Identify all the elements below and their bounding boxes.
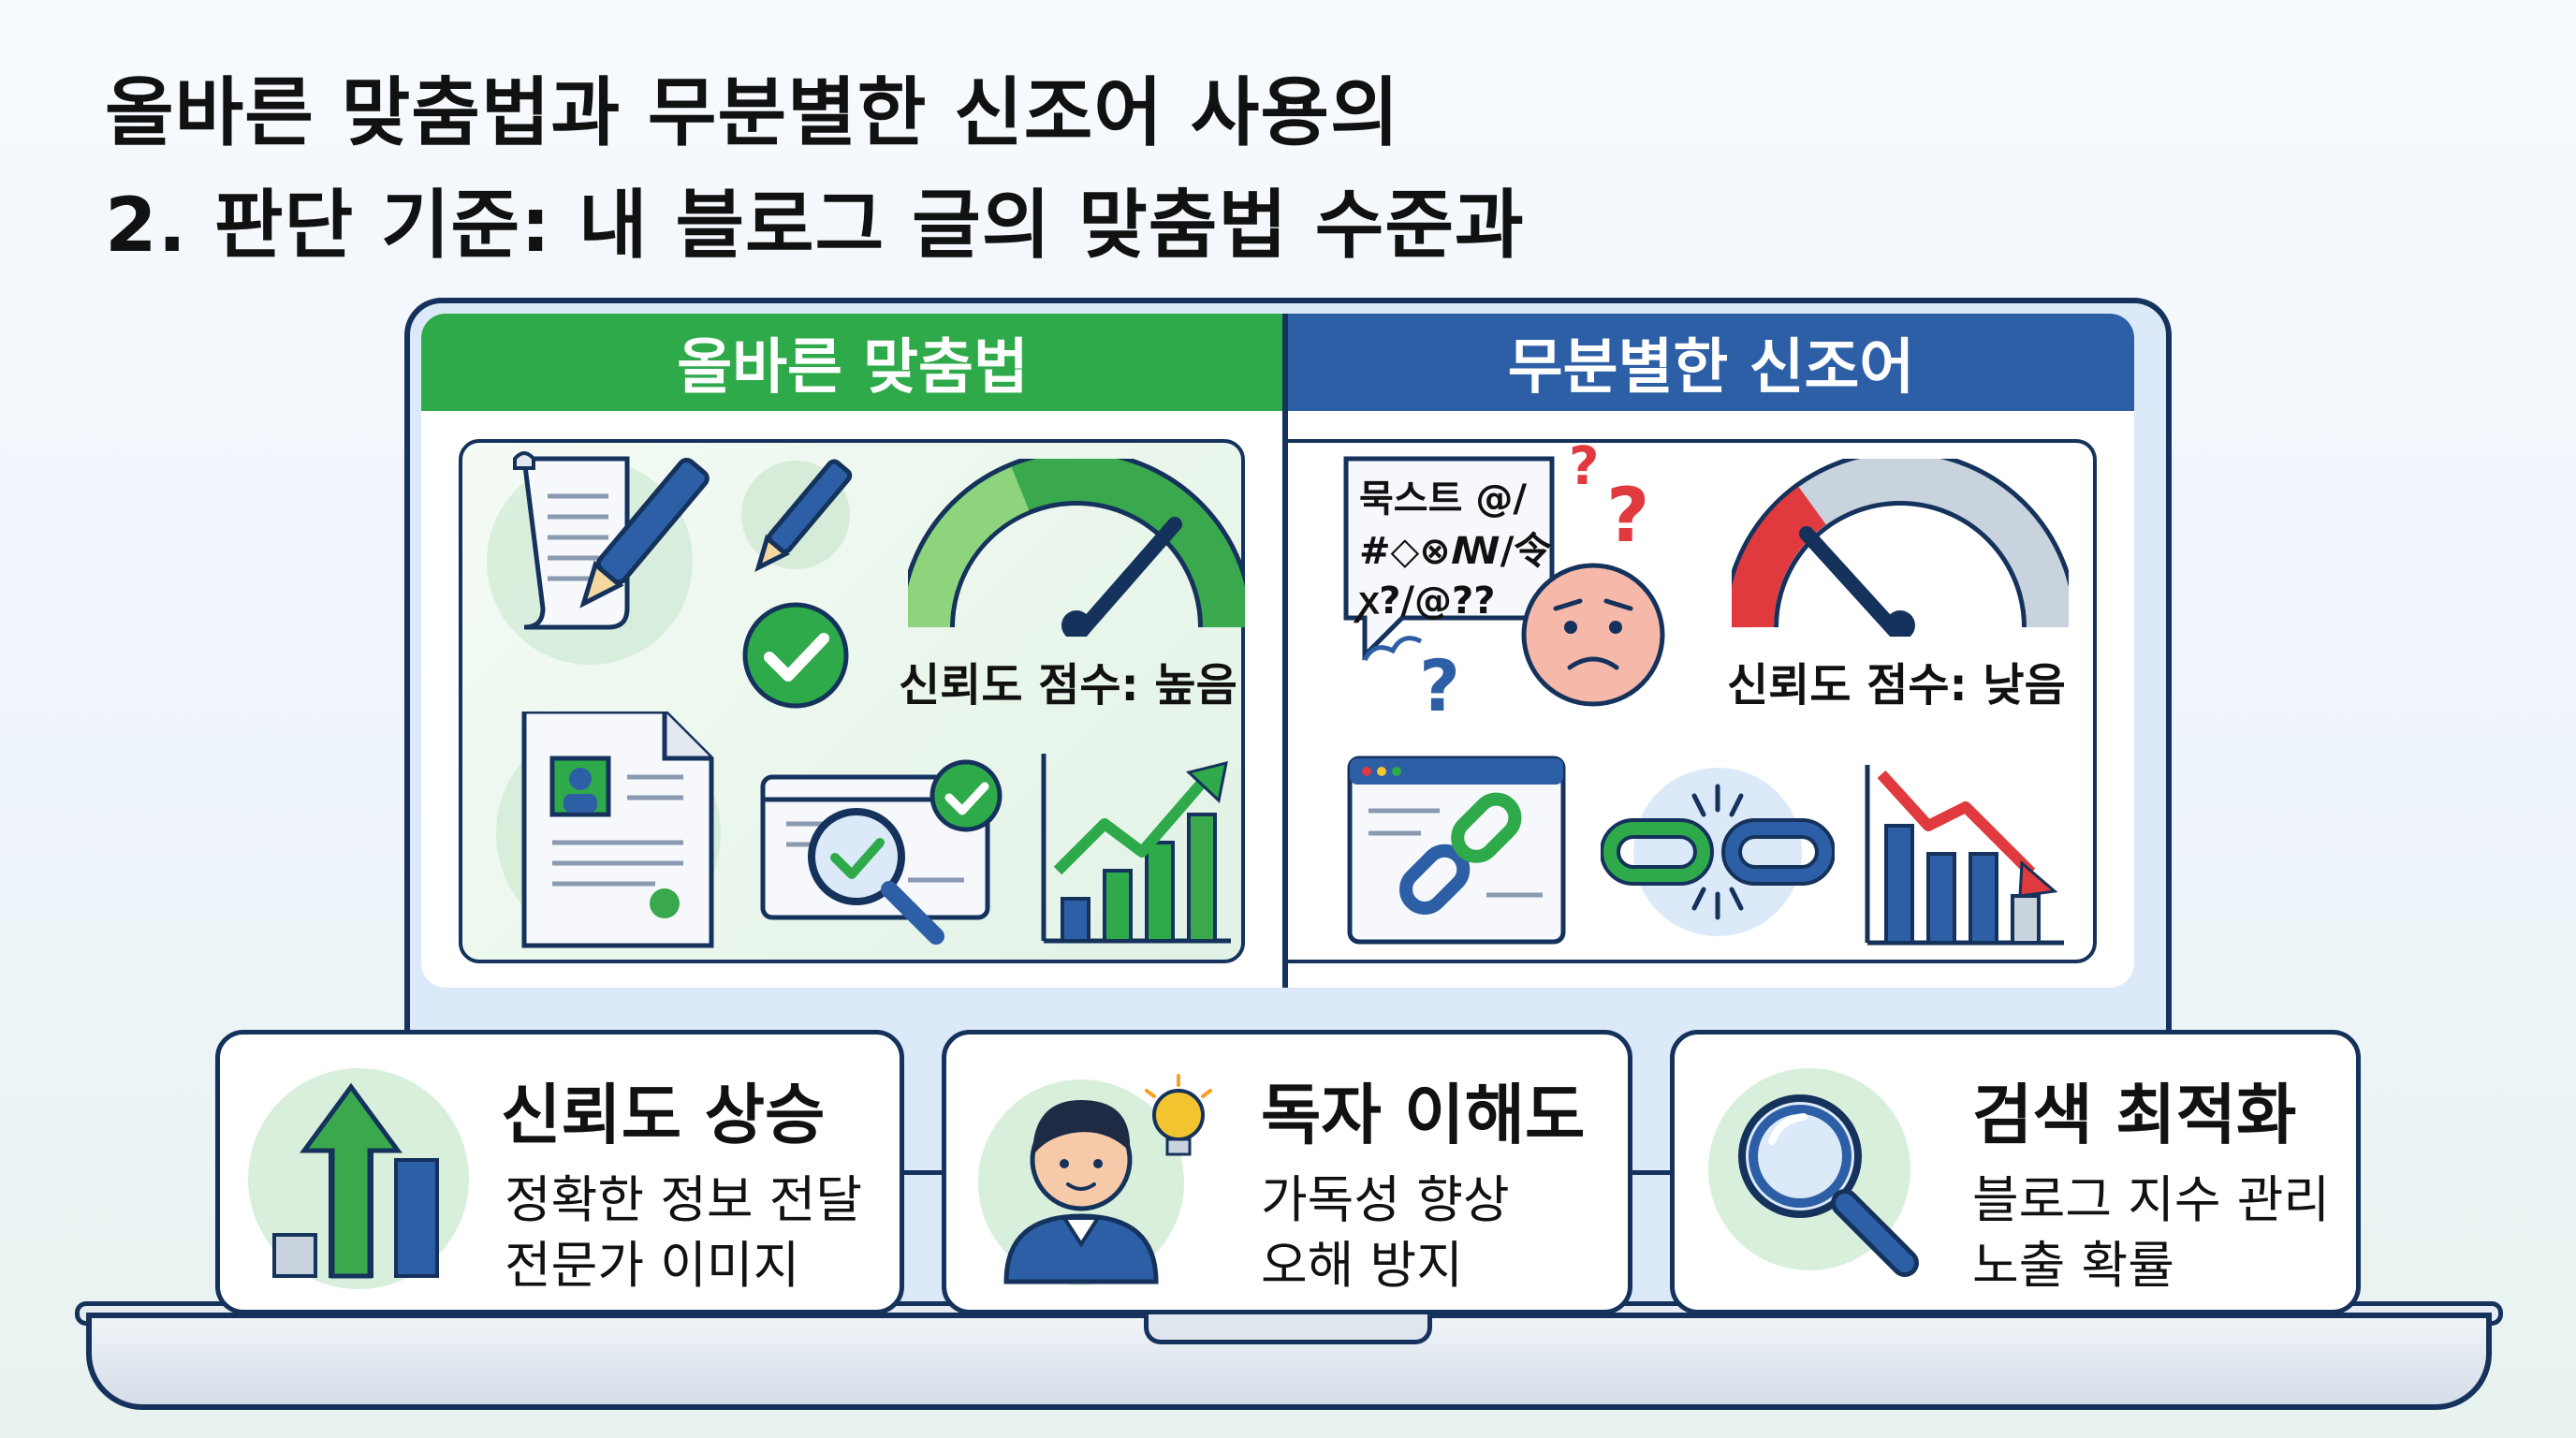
question-mark-red-large: ? <box>1606 472 1650 559</box>
pen-icon <box>741 459 853 572</box>
broken-chain-icon <box>1601 768 1835 936</box>
right-gauge-label: 신뢰도 점수: 낮음 <box>1727 659 2066 712</box>
page-title-line-1: 올바른 맞춤법과 무분별한 신조어 사용의 <box>105 69 1400 156</box>
speech-line-2: #◇⊗ꟿ/令 <box>1359 530 1552 573</box>
gauge-high-icon <box>908 459 1245 637</box>
gauge-low-icon <box>1732 459 2069 637</box>
benefit-card-trust: 신뢰도 상승 정확한 정보 전달 전문가 이미지 <box>215 1030 904 1314</box>
laptop-notch <box>1144 1313 1432 1344</box>
left-panel-title: 올바른 맞춤법 <box>677 333 1029 403</box>
card-2-line-2: 오해 방지 <box>1261 1236 1463 1295</box>
card-3-line-2: 노출 확률 <box>1972 1236 2174 1295</box>
card-2-line-1: 가독성 향상 <box>1261 1170 1510 1229</box>
decline-chart-icon <box>1865 765 2064 946</box>
card-3-line-1: 블로그 지수 관리 <box>1972 1170 2331 1229</box>
question-mark-red: ? <box>1569 436 1600 497</box>
card-1-line-2: 전문가 이미지 <box>505 1236 800 1295</box>
left-gauge-label: 신뢰도 점수: 높음 <box>899 659 1237 712</box>
card-connector-1 <box>902 1170 944 1175</box>
card-2-title: 독자 이해도 <box>1261 1077 1586 1153</box>
right-panel-title: 무분별한 신조어 <box>1507 333 1915 403</box>
card-3-title: 검색 최적화 <box>1972 1077 2297 1153</box>
growth-arrow-chart-icon <box>248 1068 469 1289</box>
question-mark-blue: ? <box>1419 644 1461 727</box>
right-panel-header: 무분별한 신조어 <box>1288 314 2134 411</box>
magnifier-icon <box>1708 1068 1919 1277</box>
speech-bubble-icon <box>1343 456 1555 662</box>
speech-line-3: ꭗ?/@?? <box>1359 580 1496 623</box>
confused-face-icon <box>1521 563 1665 707</box>
card-connector-2 <box>1631 1170 1672 1175</box>
growth-chart-icon <box>1041 754 1231 944</box>
person-lightbulb-icon <box>978 1074 1212 1285</box>
browser-broken-link-icon <box>1347 756 1566 945</box>
profile-document-icon <box>496 712 721 948</box>
card-1-title: 신뢰도 상승 <box>501 1077 826 1153</box>
page-title-line-2: 2. 판단 기준: 내 블로그 글의 맞춤법 수준과 <box>105 182 1525 269</box>
benefit-card-readability: 독자 이해도 가독성 향상 오해 방지 <box>942 1030 1632 1314</box>
browser-search-check-icon <box>760 759 1003 945</box>
left-panel-header: 올바른 맞춤법 <box>421 314 1284 411</box>
benefit-card-seo: 검색 최적화 블로그 지수 관리 노출 확률 <box>1670 1030 2361 1314</box>
card-1-line-1: 정확한 정보 전달 <box>505 1170 863 1229</box>
check-circle-icon <box>742 602 849 709</box>
document-pen-icon <box>487 451 710 665</box>
speech-line-1: 묵스트 @/ <box>1359 477 1527 521</box>
panel-divider <box>1282 314 1288 988</box>
